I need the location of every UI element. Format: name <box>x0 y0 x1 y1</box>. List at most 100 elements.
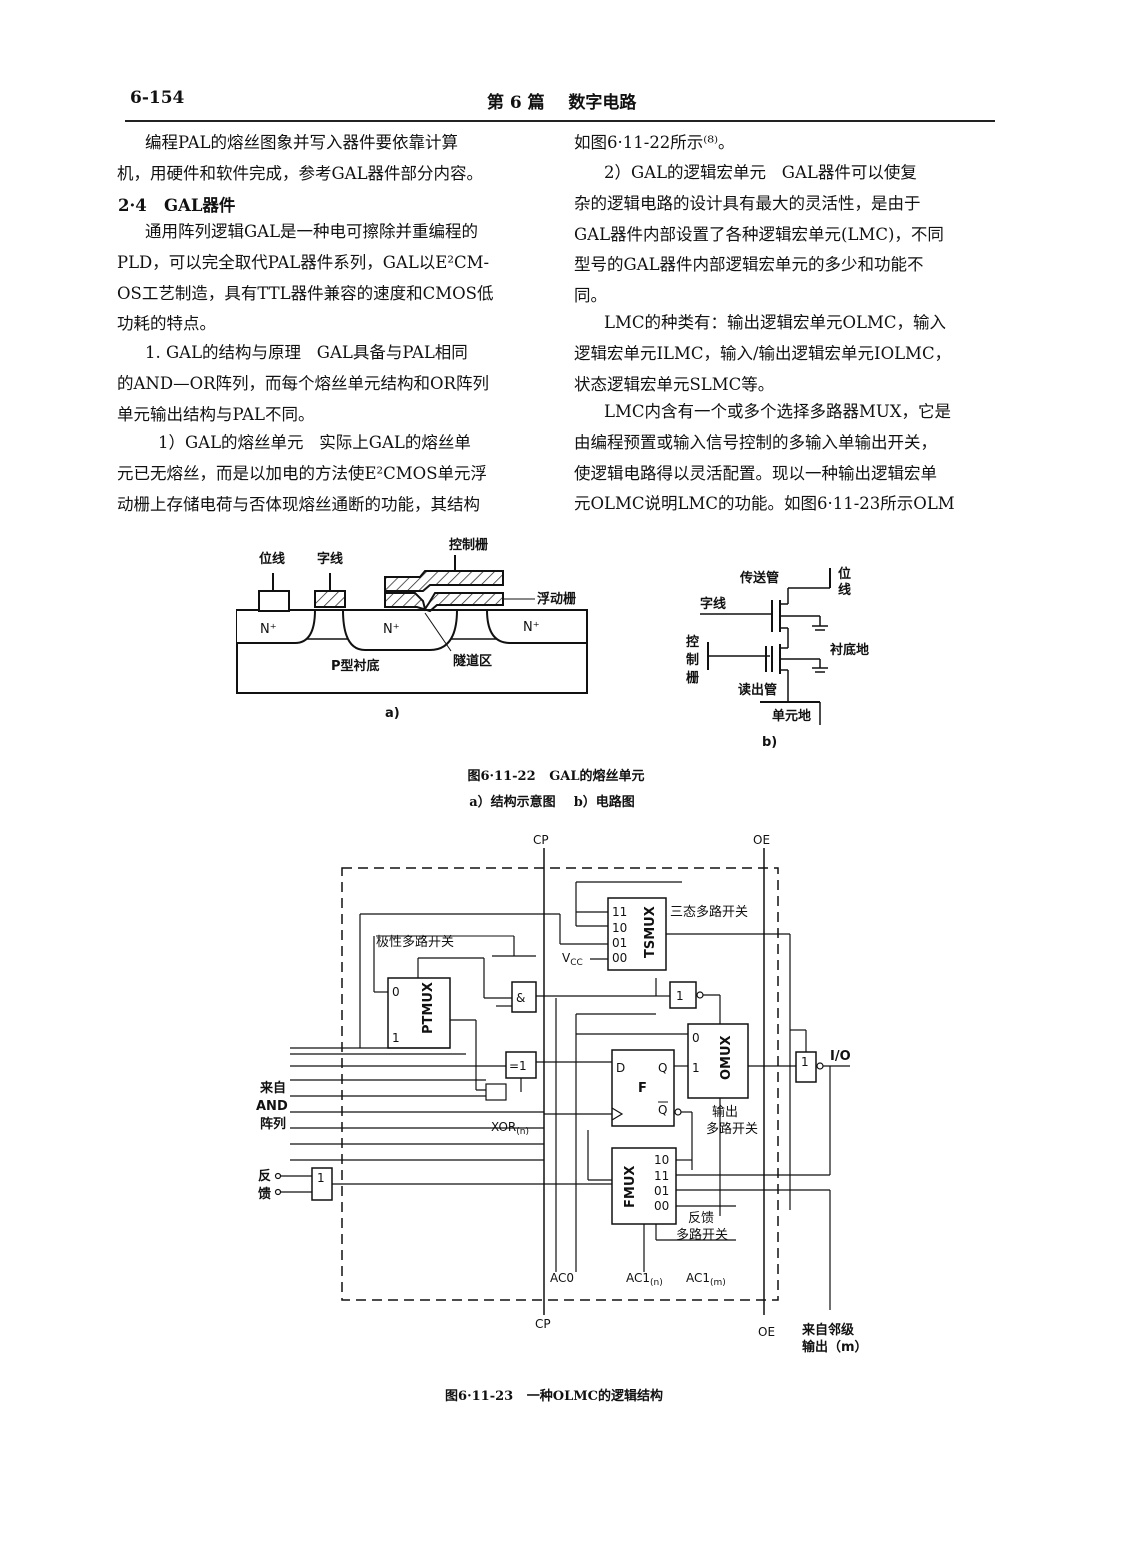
output-mux-label-2: 多路开关 <box>706 1121 758 1137</box>
ff-label: F <box>638 1081 647 1096</box>
output-mux-label-1: 输出 <box>712 1104 738 1120</box>
figure-22b-circuit-diagram: 传送管 位 线 字线 控 制 栅 衬底地 读出管 单元地 b) <box>686 566 869 750</box>
cell-ground-label: 单元地 <box>772 708 811 724</box>
page-number: 6-154 <box>130 88 185 108</box>
n-plus-label: N⁺ <box>523 620 540 635</box>
fmux-input: 00 <box>654 1199 669 1213</box>
read-tube-label: 读出管 <box>738 682 777 698</box>
substrate-ground-label: 衬底地 <box>830 642 869 658</box>
text-line: 逻辑宏单元ILMC，输入/输出逻辑宏单元IOLMC， <box>574 343 952 363</box>
text-line: 1. GAL的结构与原理 GAL具备与PAL相同 <box>145 343 468 362</box>
tsmux-label: TSMUX <box>643 906 658 958</box>
olmc-boundary <box>341 867 779 1301</box>
ff-q-label: Q <box>658 1061 667 1075</box>
n-plus-well <box>237 609 317 644</box>
text-line: 1）GAL的熔丝单元 实际上GAL的熔丝单 <box>158 433 471 452</box>
tsmux-input: 11 <box>612 905 627 919</box>
right-paragraph-2: 2）GAL的逻辑宏单元 GAL器件可以使复 杂的逻辑电路的设计具有最大的灵活性，… <box>574 158 994 312</box>
text-line: LMC内含有一个或多个选择多路器MUX，它是 <box>604 402 952 421</box>
text-line: 单元输出结构与PAL不同。 <box>117 404 315 424</box>
floating-gate-label: 浮动栅 <box>537 591 576 607</box>
section-heading: 2·4 GAL器件 <box>118 196 236 215</box>
n-plus-well <box>486 609 588 644</box>
control-gate-label: 控制栅 <box>449 537 488 553</box>
text-line: PLD，可以完全取代PAL器件系列，GAL以E²CM- <box>117 252 490 272</box>
left-paragraph-4: 1）GAL的熔丝单元 实际上GAL的熔丝单 元已无熔丝，而是以加电的方法使E²C… <box>117 428 538 520</box>
fmux-input: 11 <box>654 1169 669 1183</box>
ac1n-subscript: (n) <box>650 1278 663 1288</box>
xor-gate-label: =1 <box>509 1059 527 1073</box>
text-line: LMC的种类有：输出逻辑宏单元OLMC，输入 <box>604 313 946 332</box>
figure-22-subcaption: a）结构示意图 b）电路图 <box>469 795 635 810</box>
omux-input: 1 <box>692 1061 700 1075</box>
text-line: 编程PAL的熔丝图象并写入器件要依靠计算 <box>145 133 458 152</box>
ff-d-label: D <box>616 1061 625 1075</box>
header-rule <box>125 120 995 122</box>
omux-label: OMUX <box>719 1035 734 1080</box>
substrate-label: P型衬底 <box>331 658 380 674</box>
feedback-mux-label-2: 多路开关 <box>676 1227 728 1243</box>
text-line: 杂的逻辑电路的设计具有最大的灵活性，是由于 <box>574 193 921 213</box>
tunnel-region-label: 隧道区 <box>453 653 492 669</box>
buffer-gate <box>669 981 697 1009</box>
right-paragraph-4: LMC内含有一个或多个选择多路器MUX，它是 由编程预置或输入信号控制的多输入单… <box>574 397 994 520</box>
text-line: 通用阵列逻辑GAL是一种电可擦除并重编程的 <box>145 222 479 241</box>
vcc-subscript: CC <box>570 958 583 968</box>
figure-22a-structure-diagram: 位线 字线 控制栅 浮动栅 N⁺ N⁺ N⁺ P型衬底 隧道区 a) <box>236 537 588 721</box>
control-gate-label: 栅 <box>686 671 699 686</box>
n-plus-label: N⁺ <box>260 622 277 637</box>
feedback-label-1: 反 <box>258 1168 271 1184</box>
xor-input-subscript: (n) <box>516 1127 529 1137</box>
fmux-label: FMUX <box>623 1166 638 1208</box>
word-line-label: 字线 <box>317 551 343 567</box>
sub-figure-a-label: a) <box>385 706 400 721</box>
text-line: 型号的GAL器件内部逻辑宏单元的多少和功能不 <box>574 255 924 275</box>
feedback-mux-label-1: 反馈 <box>688 1211 714 1226</box>
ptmux-input: 1 <box>392 1031 400 1045</box>
text-line: GAL器件内部设置了各种逻辑宏单元(LMC)，不同 <box>574 224 944 244</box>
text-line: 的AND—OR阵列，而每个熔丝单元结构和OR阵列 <box>117 373 489 393</box>
d-flipflop <box>611 1049 675 1127</box>
left-paragraph-1: 编程PAL的熔丝图象并写入器件要依靠计算 机，用硬件和软件完成，参考GAL器件部… <box>117 128 535 190</box>
text-line: 由编程预置或输入信号控制的多输入单输出开关， <box>574 432 937 452</box>
text-line: 元已无熔丝，而是以加电的方法使E²CMOS单元浮 <box>117 463 488 483</box>
xor-input-label: XOR(n) <box>491 1120 529 1137</box>
text-line: 同。 <box>574 286 607 306</box>
neighbor-output-label-1: 来自邻级 <box>801 1322 855 1338</box>
fmux-block <box>611 1147 677 1225</box>
bit-line-label: 线 <box>838 582 851 598</box>
text-line: 功耗的特点。 <box>117 314 216 334</box>
and-gate <box>511 981 537 1013</box>
feedback-buffer-label: 1 <box>317 1171 325 1185</box>
ac1n-label: AC1(n) <box>626 1271 663 1288</box>
n-plus-label: N⁺ <box>383 622 400 637</box>
vcc-symbol: V <box>562 951 571 965</box>
tsmux-input: 10 <box>612 921 627 935</box>
text-line: 使逻辑电路得以灵活配置。现以一种输出逻辑宏单 <box>574 463 937 483</box>
bit-line-label: 位 <box>838 566 851 582</box>
transfer-tube-label: 传送管 <box>739 570 779 586</box>
ac1n-name: AC1 <box>626 1271 650 1285</box>
oe-label-top: OE <box>753 833 770 847</box>
figure-23-olmc-diagram: CP OE CP OE TSMUX 11 10 01 00 三态多路开关 VCC… <box>256 833 868 1355</box>
ptmux-label: PTMUX <box>421 982 436 1034</box>
control-gate-label: 制 <box>686 652 699 668</box>
cp-label-bottom: CP <box>535 1317 551 1331</box>
from-and-array-label-2: AND <box>256 1099 288 1114</box>
text-line: 动栅上存储电荷与否体现熔丝通断的功能，其结构 <box>117 494 480 514</box>
text-line: 2）GAL的逻辑宏单元 GAL器件可以使复 <box>604 163 917 182</box>
ff-qn-label: Q <box>658 1103 667 1117</box>
text-line: 元OLMC说明LMC的功能。如图6·11-23所示OLM <box>574 494 955 514</box>
omux-block <box>687 1023 749 1099</box>
polarity-mux-label: 极性多路开关 <box>376 934 454 950</box>
oe-label-bottom: OE <box>758 1325 775 1339</box>
feedback-label-2: 馈 <box>258 1186 271 1202</box>
word-line-gate <box>314 590 346 608</box>
from-and-array-label-1: 来自 <box>259 1080 286 1096</box>
xor-input-name: XOR <box>491 1120 516 1134</box>
omux-input: 0 <box>692 1031 700 1045</box>
from-and-array-label-3: 阵列 <box>260 1116 286 1132</box>
ac1m-label: AC1(m) <box>686 1271 726 1288</box>
bit-line-contact <box>258 590 290 612</box>
text-line: 状态逻辑宏单元SLMC等。 <box>574 374 775 394</box>
